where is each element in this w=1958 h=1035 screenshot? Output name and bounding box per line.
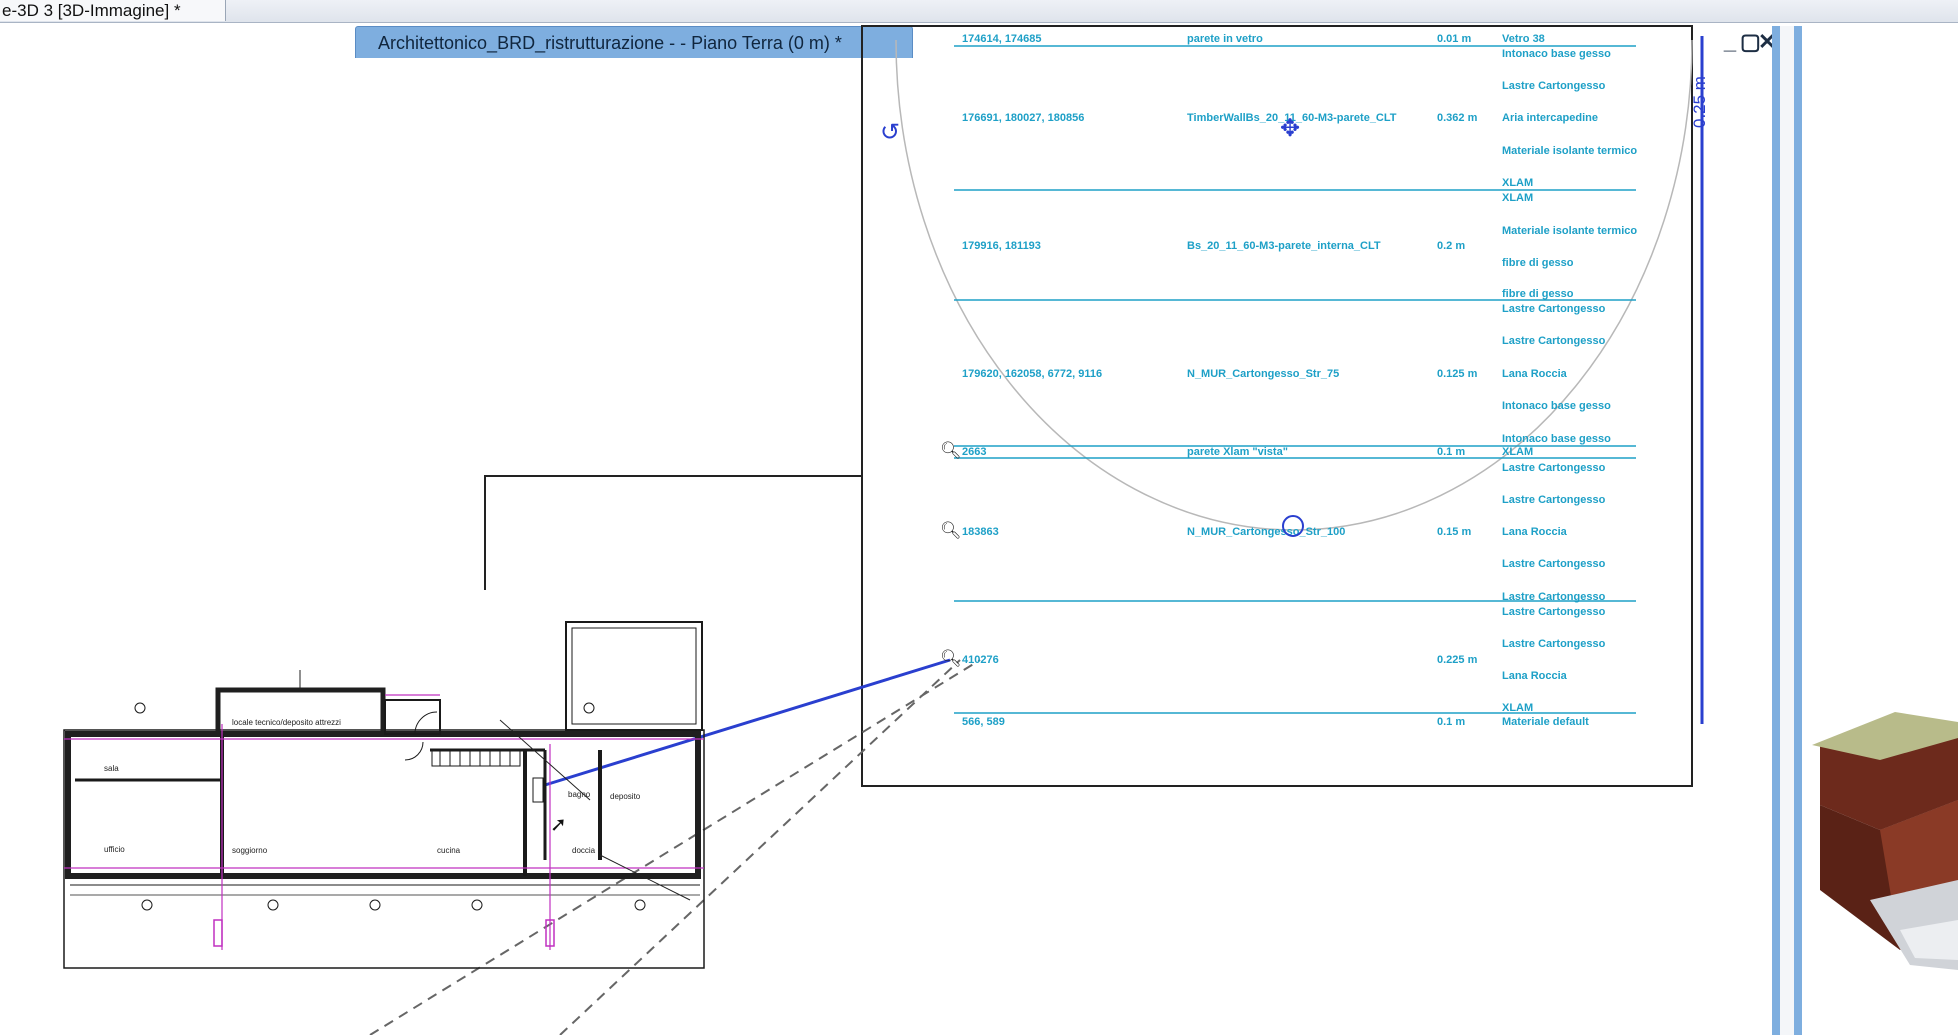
row-ids: 174614, 174685 bbox=[962, 33, 1042, 45]
row-ids: 2663 bbox=[962, 446, 987, 458]
row-layer: fibre di gesso bbox=[1502, 288, 1574, 300]
row-layer: Lastre Cartongesso bbox=[1502, 303, 1606, 315]
row-name: Bs_20_11_60-M3-parete_interna_CLT bbox=[1187, 240, 1381, 252]
row-name: N_MUR_Cartongesso_Str_100 bbox=[1187, 526, 1346, 538]
row-layer: Lana Roccia bbox=[1502, 670, 1567, 682]
row-layer: Lastre Cartongesso bbox=[1502, 80, 1606, 92]
row-ids: 183863 bbox=[962, 526, 999, 538]
row-thickness: 0.1 m bbox=[1437, 446, 1466, 458]
move-icon[interactable]: ✥ bbox=[1280, 115, 1301, 142]
rotate-icon[interactable]: ↺ bbox=[880, 119, 901, 146]
row-thickness: 0.362 m bbox=[1437, 112, 1478, 124]
minimize-button[interactable]: _ bbox=[1723, 29, 1739, 54]
floor-plan bbox=[63, 621, 705, 969]
row-name: parete Xlam "vista" bbox=[1187, 446, 1288, 458]
row-layer: Materiale isolante termico bbox=[1502, 145, 1638, 157]
grip-icon[interactable] bbox=[1282, 515, 1304, 537]
row-layer: Lastre Cartongesso bbox=[1502, 462, 1606, 474]
plan-label-deposito: deposito bbox=[610, 792, 641, 801]
plan-label-storage: locale tecnico/deposito attrezzi bbox=[232, 718, 341, 727]
row-layer: Lastre Cartongesso bbox=[1502, 606, 1606, 618]
document-window-title[interactable]: Architettonico_BRD_ristrutturazione - - … bbox=[355, 26, 913, 58]
row-layer: Lana Roccia bbox=[1502, 526, 1567, 538]
tab-3d-view[interactable]: e-3D 3 [3D-Immagine] * bbox=[0, 0, 226, 21]
row-layer: Intonaco base gesso bbox=[1502, 433, 1611, 445]
magnifier-icon[interactable]: 🔍︎ bbox=[940, 441, 962, 460]
magnifier-icon[interactable]: 🔍︎ bbox=[940, 649, 962, 668]
row-layer: Lastre Cartongesso bbox=[1502, 558, 1606, 570]
row-layer: Lastre Cartongesso bbox=[1502, 638, 1606, 650]
row-name: parete in vetro bbox=[1187, 33, 1263, 45]
window-controls: _▢✕ bbox=[1722, 28, 1780, 56]
row-thickness: 0.125 m bbox=[1437, 368, 1478, 380]
plan-label-room: sala bbox=[104, 764, 119, 773]
view-tab-strip: e-3D 3 [3D-Immagine] * bbox=[0, 0, 1958, 23]
plan-label-cucina: cucina bbox=[437, 846, 461, 855]
row-thickness: 0.15 m bbox=[1437, 526, 1472, 538]
row-layer: Lastre Cartongesso bbox=[1502, 494, 1606, 506]
row-thickness: 0.225 m bbox=[1437, 654, 1478, 666]
leader-line bbox=[484, 475, 862, 590]
row-layer: Lana Roccia bbox=[1502, 368, 1567, 380]
row-layer: Aria intercapedine bbox=[1502, 112, 1598, 124]
row-thickness: 0.01 m bbox=[1437, 33, 1472, 45]
window-gap bbox=[1780, 26, 1794, 1035]
row-name: N_MUR_Cartongesso_Str_75 bbox=[1187, 368, 1340, 380]
row-thickness: 0.2 m bbox=[1437, 240, 1466, 252]
plan-label-bagno: bagno bbox=[568, 790, 591, 799]
row-ids: 410276 bbox=[962, 654, 999, 666]
magnifier-icon[interactable]: 🔍︎ bbox=[940, 521, 962, 540]
row-layer: Lastre Cartongesso bbox=[1502, 591, 1606, 603]
row-layer: Intonaco base gesso bbox=[1502, 48, 1611, 60]
callout-line bbox=[544, 658, 951, 787]
row-layer: XLAM bbox=[1502, 177, 1534, 189]
dashed-guide-2 bbox=[369, 659, 981, 1035]
restore-button[interactable]: ▢ bbox=[1740, 29, 1763, 54]
row-layer: Materiale isolante termico bbox=[1502, 225, 1638, 237]
window-right-border[interactable] bbox=[1772, 26, 1780, 1035]
row-ids: 179620, 162058, 6772, 9116 bbox=[962, 368, 1103, 380]
row-ids: 176691, 180027, 180856 bbox=[962, 112, 1085, 124]
row-layer: XLAM bbox=[1502, 702, 1534, 714]
3d-model-thumbnail bbox=[1812, 712, 1958, 970]
row-ids: 179916, 181193 bbox=[962, 240, 1041, 252]
plan-label-room: ufficio bbox=[104, 845, 125, 854]
plan-label-soggiorno: soggiorno bbox=[232, 846, 268, 855]
adjacent-window-border[interactable] bbox=[1794, 26, 1802, 1035]
row-layer: fibre di gesso bbox=[1502, 257, 1574, 269]
row-layer: Lastre Cartongesso bbox=[1502, 335, 1606, 347]
close-button[interactable]: ✕ bbox=[1758, 29, 1779, 54]
row-layer: Intonaco base gesso bbox=[1502, 400, 1611, 412]
row-layer: Vetro 38 bbox=[1502, 33, 1545, 45]
row-name: TimberWallBs_20_11_60-M3-parete_CLT bbox=[1187, 112, 1397, 124]
schedule-separators bbox=[954, 45, 1636, 714]
plan-label-doccia: doccia bbox=[572, 846, 596, 855]
row-layer: XLAM bbox=[1502, 192, 1534, 204]
row-thickness: 0.1 m bbox=[1437, 716, 1466, 728]
dashed-guide-1 bbox=[559, 659, 961, 1035]
row-ids: 566, 589 bbox=[962, 716, 1005, 728]
dimension-label: 0.25 m bbox=[1690, 76, 1709, 128]
schedule-frame bbox=[861, 25, 1693, 787]
row-layer: XLAM bbox=[1502, 446, 1534, 458]
cursor-icon: ➚ bbox=[550, 814, 567, 836]
row-layer: Materiale default bbox=[1502, 716, 1589, 728]
